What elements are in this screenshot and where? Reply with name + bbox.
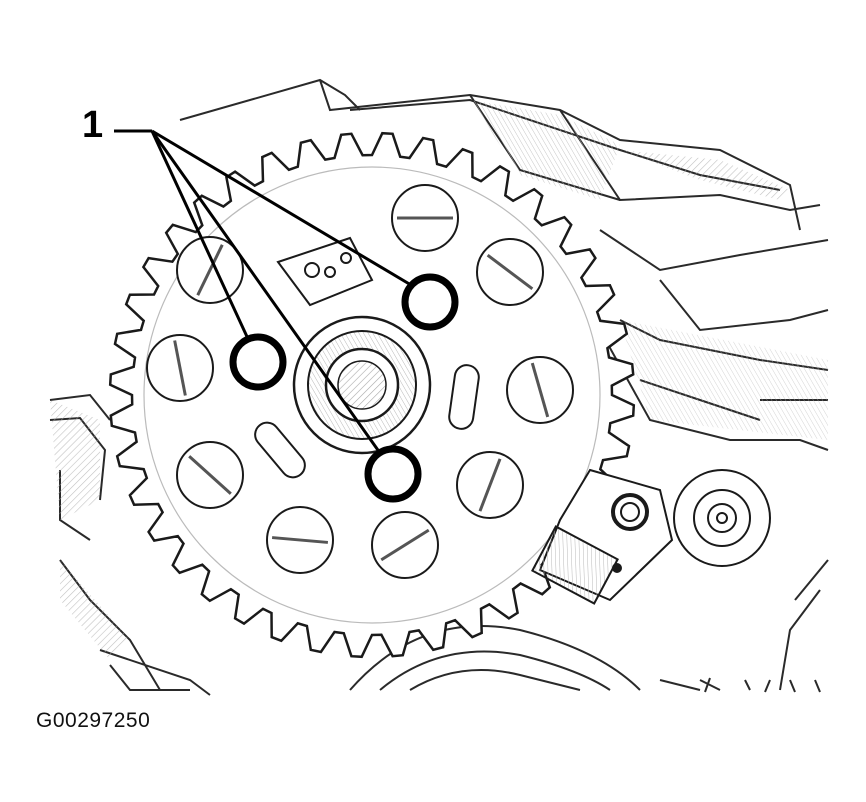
timing-mark-hole-1: [304, 262, 320, 278]
lightening-hole-shaft: [380, 528, 430, 562]
camshaft-sprocket: [108, 131, 636, 659]
timing-mark-hole-2: [324, 266, 336, 278]
sprocket-inner-ring: [143, 166, 601, 624]
slot-right: [448, 364, 480, 430]
leader-to-left-bolt: [150, 130, 251, 342]
callout-leader-lines: [114, 129, 412, 454]
tensioner-pointer: [531, 525, 619, 605]
lightening-hole-shaft: [271, 536, 329, 544]
leader-to-bottom-bolt: [150, 130, 382, 454]
tensioner-pointer-dot: [612, 563, 622, 573]
timing-mark-plate: [276, 236, 374, 307]
hub-center-bolt-face: [337, 360, 387, 410]
highlighted-bolt-left: [229, 333, 287, 391]
callout-number: 1: [82, 104, 104, 146]
leader-to-top-bolt: [151, 129, 412, 287]
lightening-hole-shaft: [196, 244, 224, 296]
housing-shading: [50, 100, 828, 660]
lightening-hole-shaft: [188, 455, 232, 495]
highlighted-bolt-bottom: [364, 445, 422, 503]
lightening-hole-shaft: [173, 340, 187, 396]
sprocket-slots: [254, 364, 480, 479]
figure-id: G00297250: [36, 709, 151, 732]
sprocket-hub: [292, 315, 432, 455]
timing-mark-hole-3: [340, 252, 352, 264]
lightening-hole-shaft: [478, 458, 502, 512]
slot-left: [254, 421, 306, 479]
lightening-hole-shaft: [486, 253, 534, 291]
tensioner-bolt-inner: [620, 502, 640, 522]
highlighted-bolt-top: [401, 273, 459, 331]
lightening-hole-shaft: [530, 362, 550, 418]
housing-marks: [109, 664, 821, 693]
sprocket-lightening-holes: [146, 184, 574, 579]
belt-tensioner: [531, 468, 771, 605]
idler-pulley-center: [716, 512, 728, 524]
highlighted-bolts: [229, 273, 459, 503]
